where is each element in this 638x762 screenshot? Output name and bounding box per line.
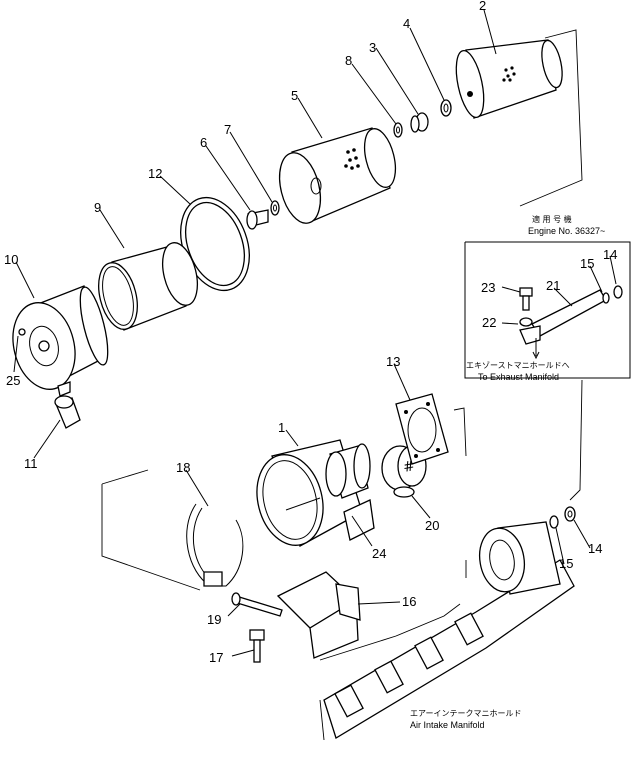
callout-15-lower: 15 <box>559 556 573 571</box>
part-17-bolt <box>249 629 265 663</box>
callout-2: 2 <box>479 0 486 13</box>
part-9-band <box>98 242 198 331</box>
callout-11: 11 <box>24 456 38 471</box>
callout-15-inset: 15 <box>580 256 594 271</box>
part-7-washer <box>270 200 280 216</box>
callout-16: 16 <box>402 594 416 609</box>
part-13-gasket <box>395 393 449 465</box>
part-15-washer-lower <box>549 515 559 529</box>
callout-24: 24 <box>372 546 386 561</box>
callout-12: 12 <box>148 166 162 181</box>
callout-13: 13 <box>386 354 400 369</box>
serial-note-jp: 適 用 号 機 <box>532 214 572 224</box>
callout-4: 4 <box>403 16 410 31</box>
inset-engine-serial-detail <box>464 241 631 379</box>
callout-1: 1 <box>278 420 285 435</box>
air-intake-manifold <box>323 521 575 739</box>
part-19-bolt <box>231 592 283 617</box>
callout-23: 23 <box>481 280 495 295</box>
callout-18: 18 <box>176 460 190 475</box>
part-3-nut <box>410 112 429 133</box>
part-16-bracket <box>276 571 361 659</box>
serial-note-en: Engine No. 36327~ <box>528 226 605 236</box>
callout-22: 22 <box>482 315 496 330</box>
part-18-mounting-band <box>186 503 244 587</box>
part-11-dust-valve <box>54 395 81 429</box>
callout-14-inset: 14 <box>603 247 617 262</box>
part-1-air-cleaner-body <box>256 439 375 547</box>
callout-21: 21 <box>546 278 560 293</box>
callout-19: 19 <box>207 612 221 627</box>
part-14-nut-lower <box>564 506 576 522</box>
part-10-cover <box>12 285 109 397</box>
part-4-wing-nut <box>440 99 452 117</box>
annotation-notes: 適 用 号 機 Engine No. 36327~ エキゾーストマニホールドへ … <box>410 214 605 730</box>
callout-7: 7 <box>224 122 231 137</box>
part-6-bolt <box>246 209 269 230</box>
part-2-inner-element <box>455 39 563 119</box>
callout-5: 5 <box>291 88 298 103</box>
intake-note-en: Air Intake Manifold <box>410 720 485 730</box>
leader-lines <box>13 9 617 657</box>
callout-14-lower: 14 <box>588 541 602 556</box>
callout-10: 10 <box>4 252 18 267</box>
intake-note-jp: エアーインテークマニホールド <box>410 709 522 718</box>
callout-3: 3 <box>369 40 376 55</box>
assembly-outline-lines <box>101 29 583 741</box>
exhaust-note-en: To Exhaust Manifold <box>478 372 559 382</box>
callout-6: 6 <box>200 135 207 150</box>
callout-numbers: 2 4 3 8 5 7 6 12 9 10 25 11 1 13 20 24 1… <box>4 0 617 665</box>
part-12-gasket-ring <box>180 196 250 292</box>
callout-9: 9 <box>94 200 101 215</box>
callout-8: 8 <box>345 53 352 68</box>
exhaust-note-jp: エキゾーストマニホールドへ <box>466 361 570 370</box>
callout-17: 17 <box>209 650 223 665</box>
callout-25: 25 <box>6 373 20 388</box>
callout-20: 20 <box>425 518 439 533</box>
part-5-outer-element <box>278 127 397 224</box>
part-8-washer <box>393 122 403 138</box>
